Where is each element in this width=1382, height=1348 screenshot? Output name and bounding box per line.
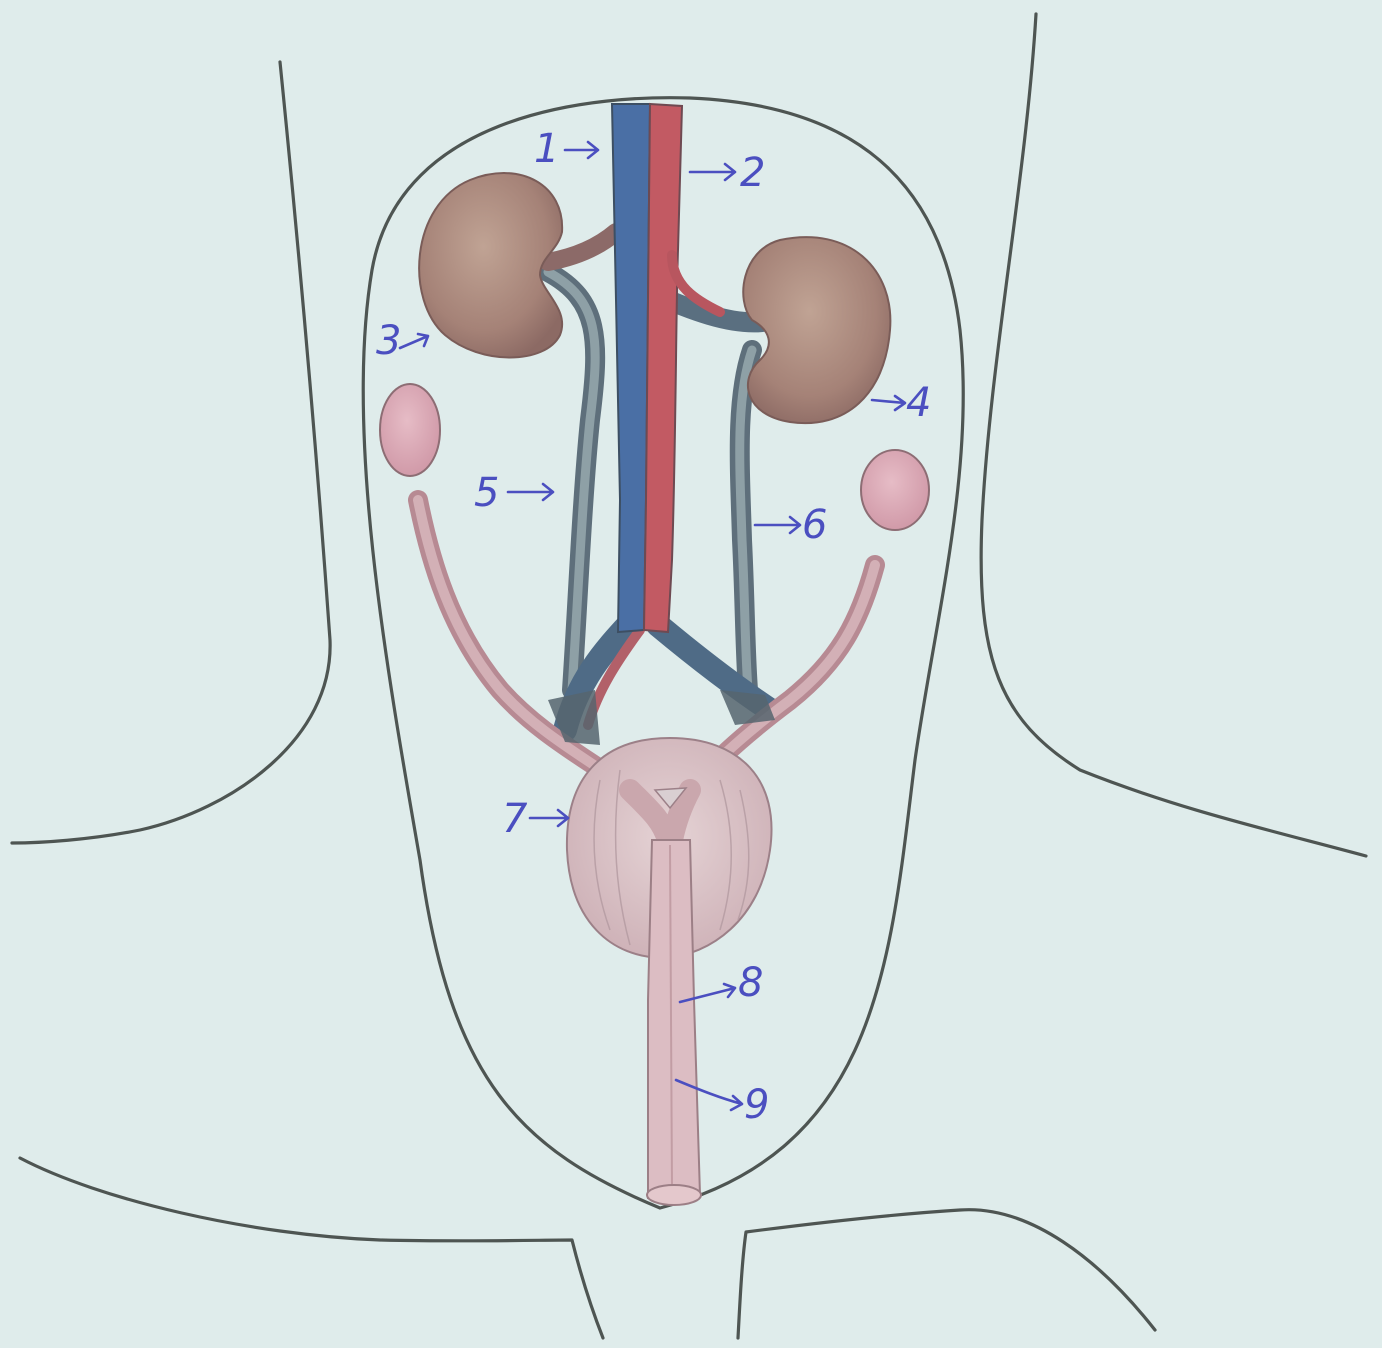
label-4: 4 (906, 380, 931, 426)
urethra-opening (647, 1185, 701, 1205)
leg-outline-left (20, 1158, 603, 1338)
label-3: 3 (376, 318, 401, 364)
gland-left (380, 384, 440, 476)
label-9: 9 (744, 1082, 769, 1128)
urethra (648, 840, 700, 1198)
label-1: 1 (534, 126, 559, 172)
arrow-4 (872, 396, 905, 410)
arrow-6 (755, 517, 800, 533)
arrow-3 (400, 334, 428, 348)
aorta (644, 104, 682, 632)
label-6: 6 (802, 502, 827, 548)
body-outline-right (981, 14, 1366, 856)
arrow-5 (508, 484, 553, 500)
arrow-2 (690, 164, 735, 180)
kidney-right (743, 237, 890, 423)
arrow-1 (565, 142, 598, 158)
label-5: 5 (474, 470, 499, 516)
label-2: 2 (740, 150, 765, 196)
kidney-left (419, 173, 562, 357)
label-7: 7 (502, 796, 528, 842)
body-outline-left (12, 62, 330, 843)
gland-right (861, 450, 929, 530)
leg-outline-right (738, 1210, 1155, 1338)
label-8: 8 (738, 960, 763, 1006)
arrow-7 (530, 810, 568, 826)
